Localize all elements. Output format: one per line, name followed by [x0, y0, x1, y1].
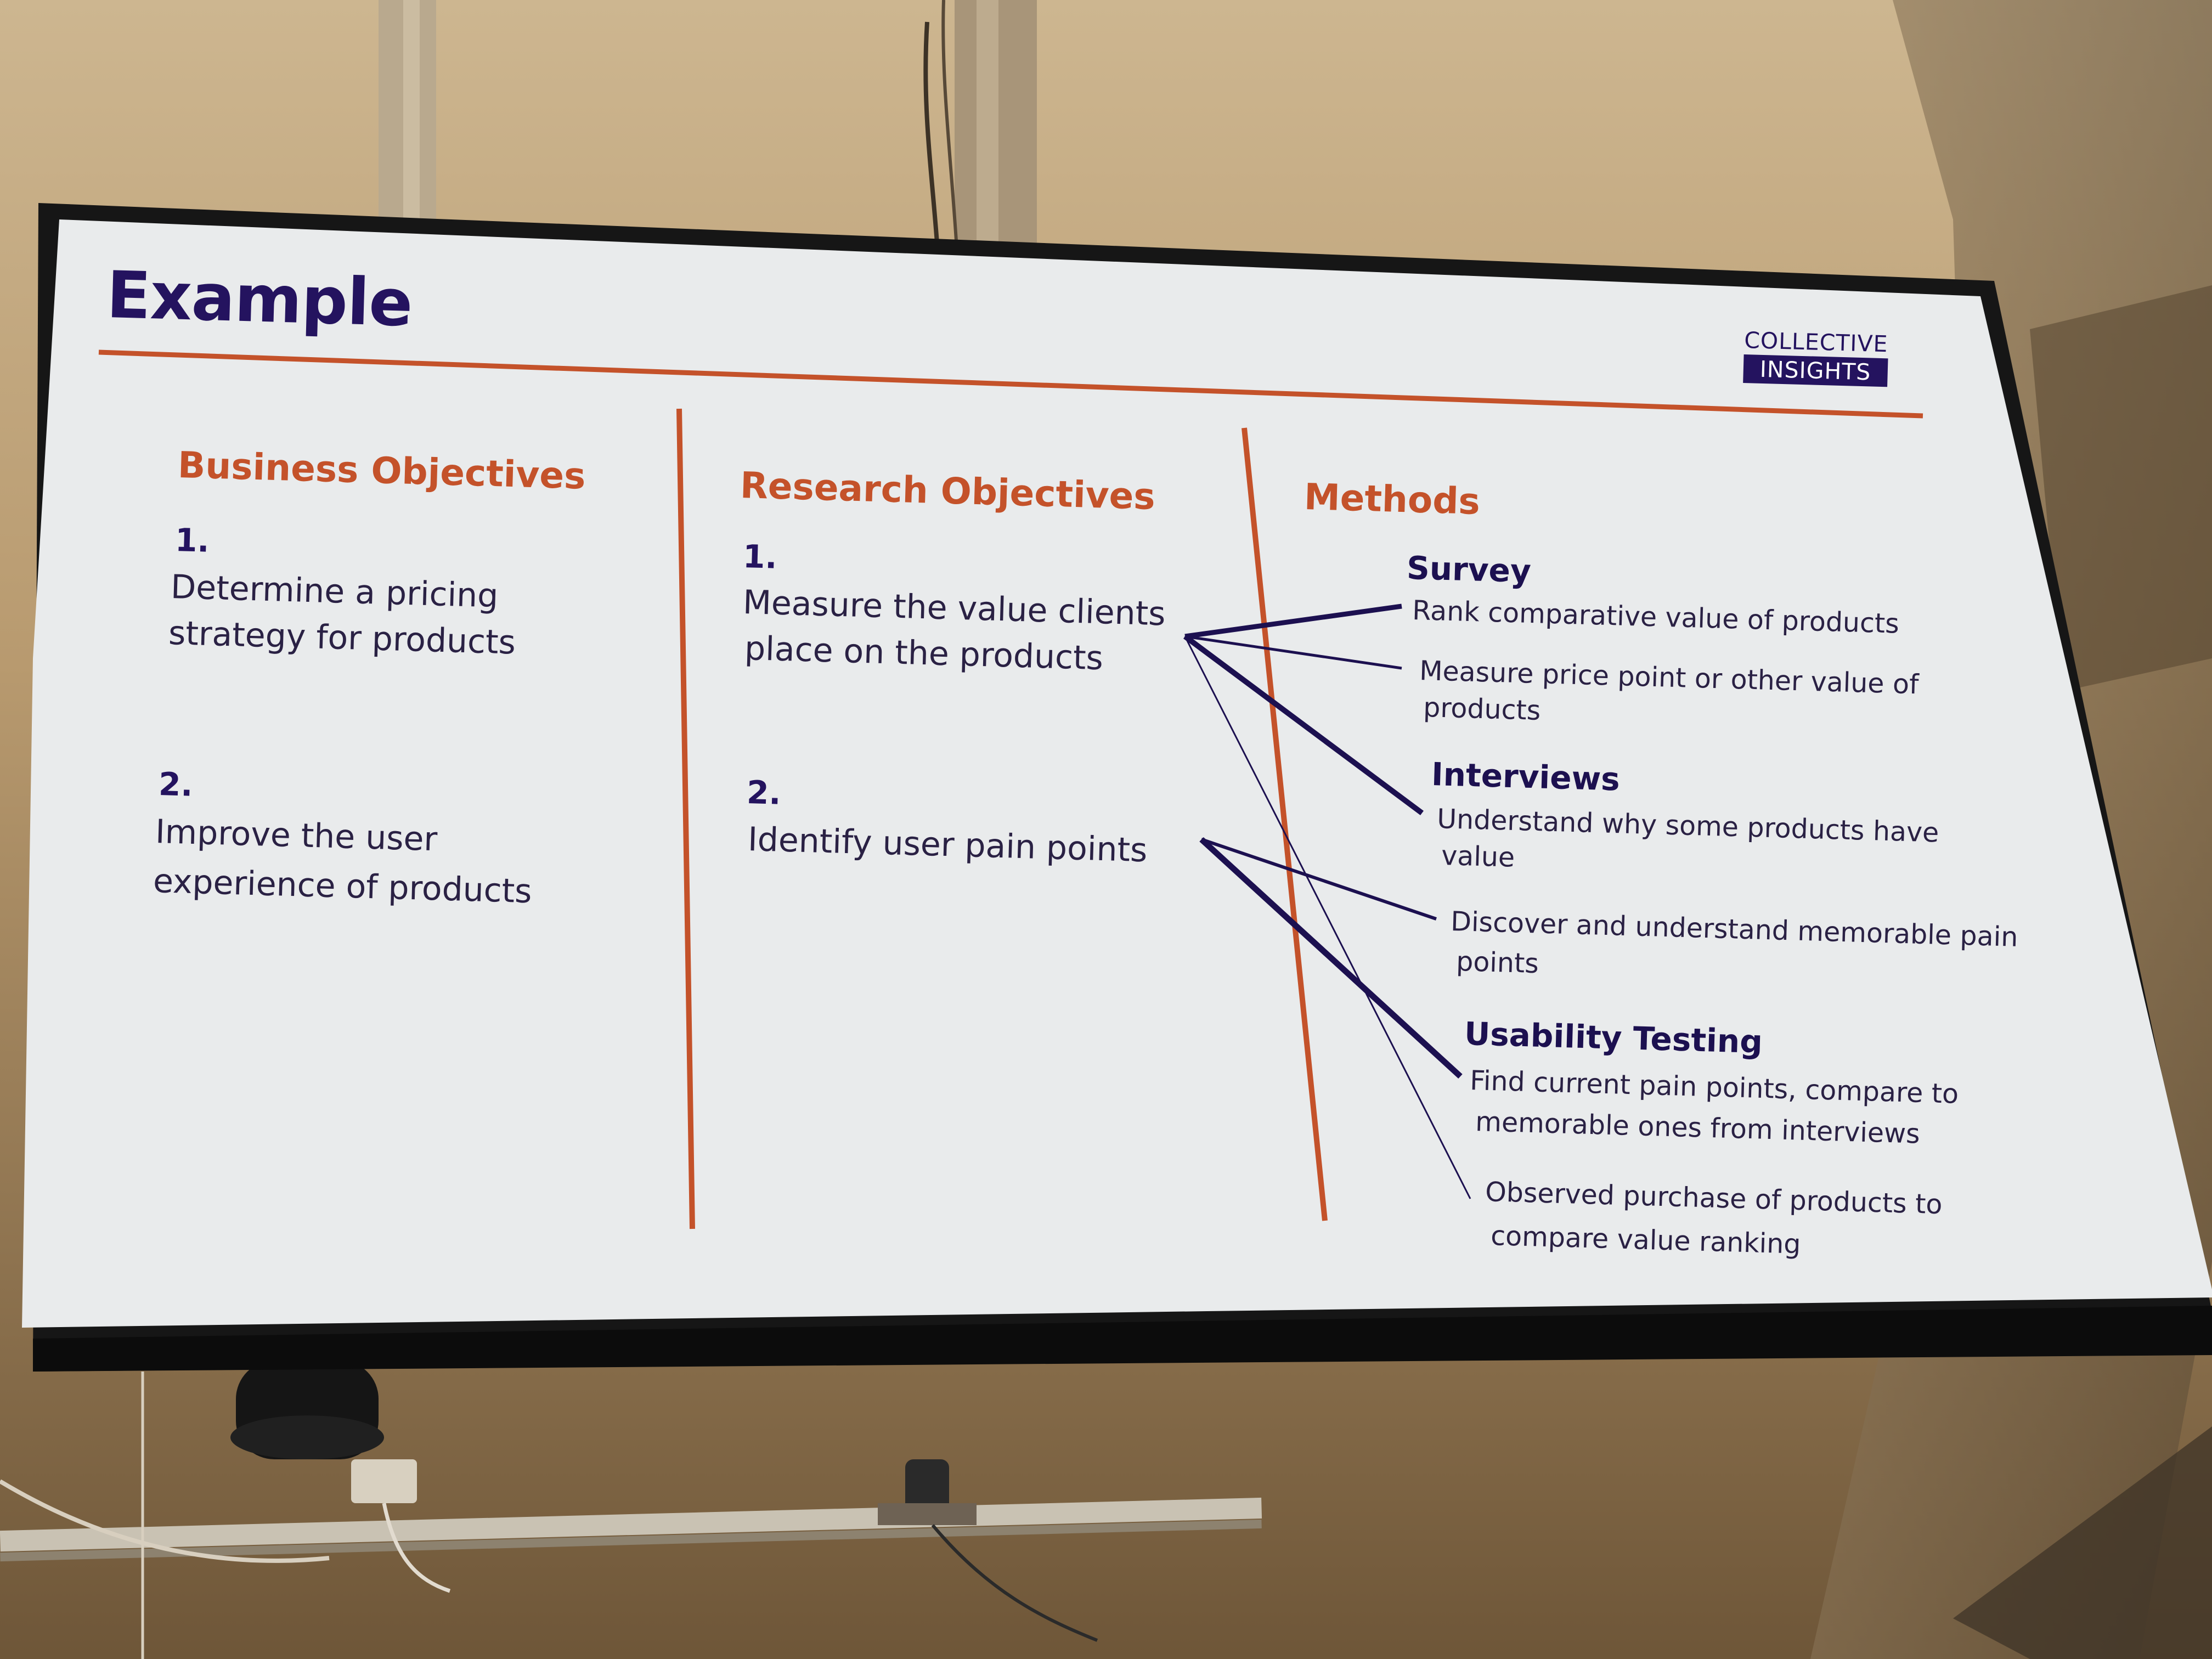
- logo-line-2: INSIGHTS: [1743, 354, 1888, 387]
- business-objective-1-line-2: strategy for products: [168, 614, 516, 662]
- connector-ro1-interviews: [1183, 634, 1424, 816]
- interviews-item-2-line-2: points: [1455, 946, 1539, 980]
- research-objective-1-number: 1.: [742, 538, 778, 576]
- column-divider-2: [1242, 427, 1328, 1221]
- survey-heading: Survey: [1406, 549, 1532, 590]
- logo-line-1: COLLECTIVE: [1743, 327, 1889, 358]
- research-objective-2-number: 2.: [746, 774, 782, 812]
- business-objective-2-number: 2.: [158, 765, 194, 804]
- business-objective-1-line-1: Determine a pricing: [170, 568, 499, 616]
- column-divider-1: [676, 408, 695, 1229]
- business-objective-2-line-1: Improve the user: [155, 812, 438, 859]
- title-divider: [98, 349, 1923, 419]
- connector-ro1-observed-purchase: [1184, 636, 1471, 1199]
- survey-item-2-line-2: products: [1423, 692, 1542, 726]
- connector-ro1-survey-price: [1184, 635, 1402, 670]
- connector-ro2-usability: [1199, 837, 1463, 1079]
- slide-title: Example: [105, 257, 414, 341]
- methods-heading: Methods: [1304, 476, 1481, 523]
- connector-ro1-survey-rank: [1184, 603, 1402, 639]
- business-objectives-heading: Business Objectives: [177, 444, 586, 498]
- usability-item-2-line-2: compare value ranking: [1490, 1220, 1802, 1260]
- business-objective-1-number: 1.: [174, 521, 210, 560]
- connector-ro2-discover-pain: [1201, 838, 1437, 921]
- research-objective-1-line-2: place on the products: [744, 629, 1104, 678]
- research-objectives-heading: Research Objectives: [740, 464, 1156, 518]
- collective-insights-logo: COLLECTIVE INSIGHTS: [1743, 327, 1888, 387]
- business-objective-2-line-2: experience of products: [153, 862, 533, 911]
- interviews-heading: Interviews: [1431, 755, 1621, 798]
- interviews-item-1-line-2: value: [1441, 840, 1515, 873]
- usability-testing-heading: Usability Testing: [1464, 1015, 1763, 1061]
